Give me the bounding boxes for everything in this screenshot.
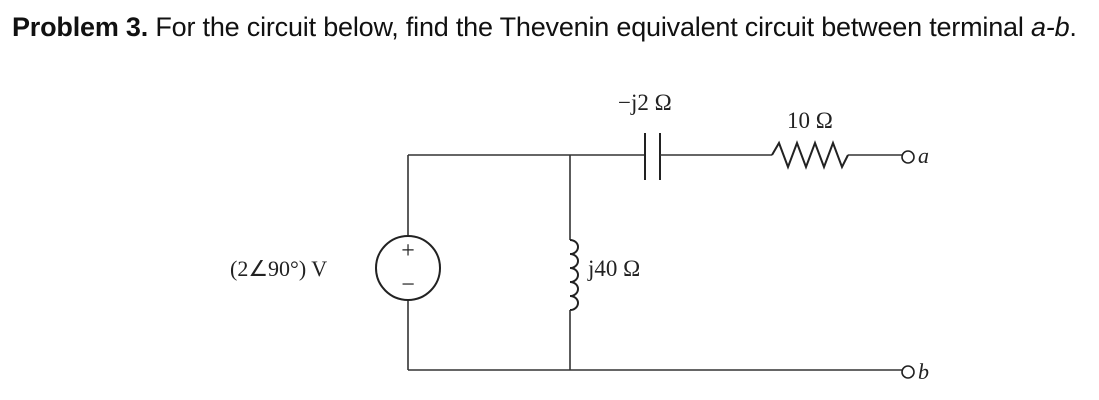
terminal-b-text: b <box>1054 12 1070 42</box>
source-minus-sign: − <box>401 272 415 298</box>
resistor-symbol <box>771 140 849 170</box>
inductor-label: j40 Ω <box>587 256 640 281</box>
terminal-a-node <box>901 150 915 164</box>
voltage-source <box>375 235 441 301</box>
capacitor-label: −j2 Ω <box>618 90 672 115</box>
terminal-a-text: a <box>1030 12 1046 42</box>
problem-text: For the circuit below, find the Thevenin… <box>148 12 1031 42</box>
problem-statement: Problem 3. For the circuit below, find t… <box>12 12 1077 43</box>
terminal-b-label: b <box>918 359 929 384</box>
terminal-b-node <box>901 365 915 379</box>
terminal-a-label: a <box>918 143 929 168</box>
resistor-label: 10 Ω <box>787 108 833 133</box>
source-plus-sign: + <box>401 238 415 264</box>
problem-label: Problem 3. <box>12 12 149 42</box>
problem-period: . <box>1069 12 1077 42</box>
source-label: (2∠90°) V <box>230 256 327 281</box>
inductor-symbol <box>569 239 579 311</box>
terminal-dash: - <box>1045 12 1055 42</box>
